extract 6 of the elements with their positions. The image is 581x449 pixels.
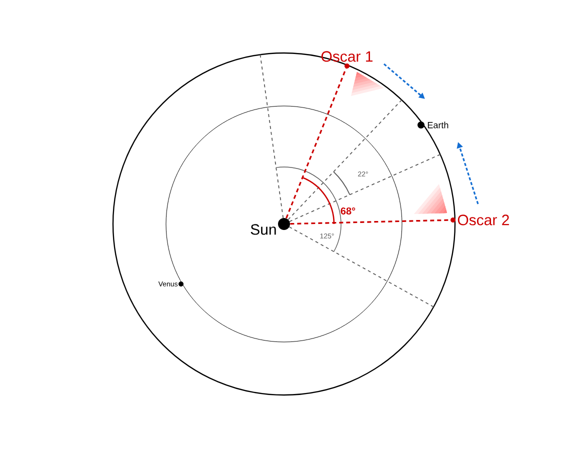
node-label: Oscar 1 [321, 51, 373, 62]
node-label: Earth [428, 122, 448, 128]
connector-line [286, 68, 347, 219]
node-label: Sun [250, 224, 276, 235]
connector-line [290, 219, 450, 225]
angle-label: 68° [340, 207, 356, 215]
